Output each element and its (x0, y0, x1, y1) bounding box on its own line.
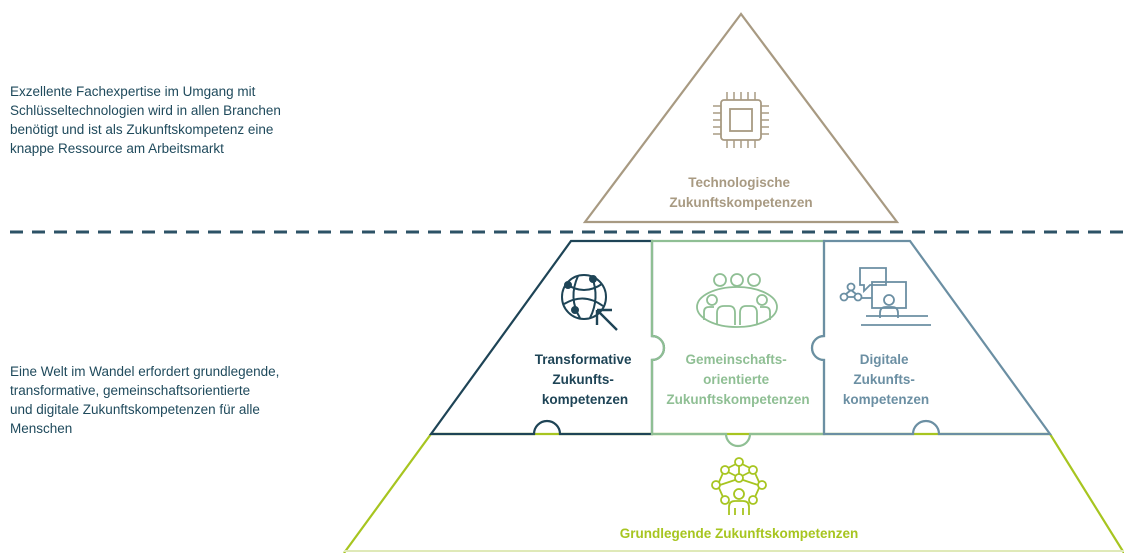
community-puzzle-piece (650, 239, 826, 448)
intro-text-technology: Exzellente Fachexpertise im Umgang mit S… (10, 82, 340, 158)
intro-text-line: transformative, gemeinschaftsorientierte (10, 383, 251, 398)
label-line: Grundlegende Zukunftskompetenzen (620, 526, 859, 541)
community-label: Gemeinschafts- orientierte Zukunftskompe… (666, 352, 809, 407)
intro-text-line: und digitale Zukunftskompetenzen für all… (10, 402, 260, 417)
label-line: Zukunftskompetenzen (666, 392, 809, 407)
group-people-icon (696, 273, 778, 328)
label-line: kompetenzen (542, 392, 628, 407)
label-line: Zukunfts- (853, 372, 915, 387)
technology-label: Technologische Zukunftskompetenzen (669, 175, 812, 210)
globe-cursor-icon (561, 274, 618, 331)
technology-triangle (582, 12, 900, 224)
foundation-trapezoid (343, 432, 1124, 553)
label-line: orientierte (703, 372, 770, 387)
label-line: Zukunfts- (552, 372, 614, 387)
digital-puzzle-piece (810, 239, 1053, 436)
intro-text-line: Exzellente Fachexpertise im Umgang mit (10, 84, 256, 99)
digital-label: Digitale Zukunfts- kompetenzen (843, 352, 929, 407)
intro-text-world: Eine Welt im Wandel erfordert grundlegen… (10, 362, 350, 438)
intro-text-line: Schlüsseltechnologien wird in allen Bran… (10, 103, 281, 118)
intro-text-line: Menschen (10, 421, 73, 436)
label-line: Gemeinschafts- (685, 352, 786, 367)
network-person-icon (711, 457, 767, 515)
presentation-person-icon (839, 267, 931, 326)
label-line: Transformative (535, 352, 632, 367)
microchip-icon (713, 92, 769, 148)
label-line: Zukunftskompetenzen (669, 195, 812, 210)
intro-text-line: benötigt und ist als Zukunftskompetenz e… (10, 122, 274, 137)
intro-text-line: Eine Welt im Wandel erfordert grundlegen… (10, 364, 280, 379)
label-line: Technologische (688, 175, 790, 190)
label-line: kompetenzen (843, 392, 929, 407)
transformative-label: Transformative Zukunfts- kompetenzen (535, 352, 636, 407)
intro-text-line: knappe Ressource am Arbeitsmarkt (10, 141, 224, 156)
foundation-label: Grundlegende Zukunftskompetenzen (620, 526, 859, 541)
label-line: Digitale (860, 352, 909, 367)
